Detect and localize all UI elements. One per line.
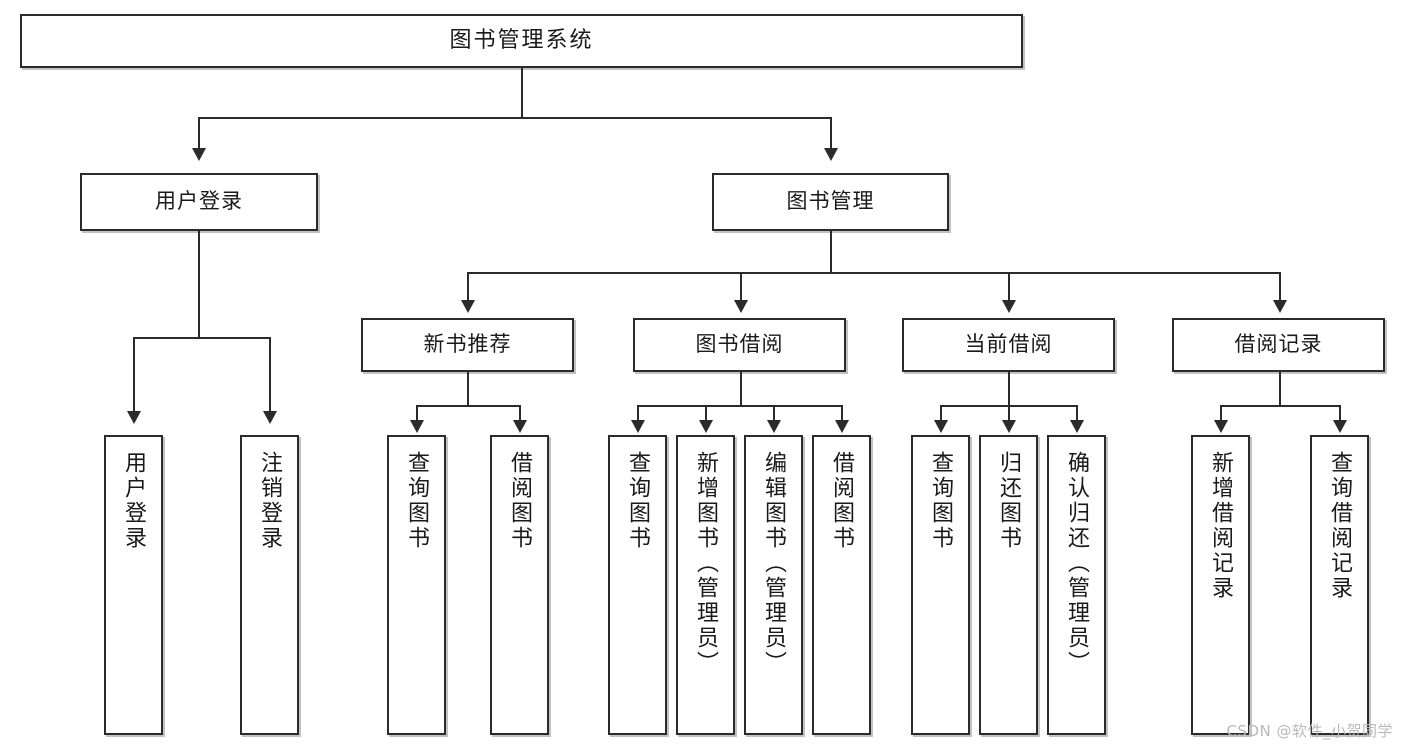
connector-root-to-bookmgmt (830, 117, 832, 153)
connector-borrowrecord-to-leaf-1 (1220, 405, 1222, 423)
node-borrow-record[interactable]: 借阅记录 (1172, 318, 1385, 372)
node-label: 图书管理 (786, 189, 875, 214)
arrow-newbook-to-leaf-2 (513, 420, 527, 433)
connector-currentborrow-stem (1008, 372, 1010, 406)
connector-newbook-to-leaf-1 (416, 405, 418, 423)
leaf-bookborrow-query-book[interactable]: 查询图书 (608, 435, 667, 735)
connector-newbook-stem (467, 372, 469, 406)
arrow-root-to-bookmgmt (824, 148, 838, 161)
connector-bookborrow-bus (637, 405, 842, 407)
node-label: 注销登录 (257, 451, 283, 551)
leaf-bookborrow-borrow-book[interactable]: 借阅图书 (812, 435, 871, 735)
connector-currentborrow-to-leaf-2 (1008, 405, 1010, 423)
arrow-bookborrow-to-leaf-4 (835, 420, 849, 433)
connector-bookborrow-stem (740, 372, 742, 406)
arrow-bookborrow-to-leaf-1 (631, 420, 645, 433)
arrow-currentborrow-to-leaf-2 (1002, 420, 1016, 433)
connector-bookmgmt-to-record (1279, 272, 1281, 304)
node-current-borrow[interactable]: 当前借阅 (902, 318, 1115, 372)
node-label: 新增借阅记录 (1208, 451, 1234, 601)
connector-bookmgmt-to-current (1008, 272, 1010, 304)
leaf-borrowrecord-query-record[interactable]: 查询借阅记录 (1310, 435, 1369, 735)
csdn-watermark: CSDN @软件_小贺同学 (1226, 722, 1393, 740)
connector-bookborrow-to-leaf-4 (841, 405, 843, 423)
connector-login-to-leaf-1 (133, 337, 135, 415)
node-root-system[interactable]: 图书管理系统 (20, 14, 1023, 68)
leaf-logout[interactable]: 注销登录 (240, 435, 299, 735)
node-label: 用户登录 (155, 189, 243, 214)
node-label: 图书借阅 (695, 332, 784, 357)
node-label: 新书推荐 (423, 332, 512, 357)
node-label: 查询图书 (625, 451, 651, 551)
node-new-book-recommend[interactable]: 新书推荐 (361, 318, 574, 372)
connector-root-to-login (198, 117, 200, 153)
connector-bookmgmt-stem (830, 231, 832, 273)
node-label: 借阅图书 (829, 451, 855, 551)
connector-borrowrecord-bus (1220, 405, 1339, 407)
connector-login-to-leaf-2 (269, 337, 271, 415)
leaf-borrowrecord-add-record[interactable]: 新增借阅记录 (1191, 435, 1250, 735)
connector-root-bus (198, 117, 832, 119)
node-label: 新增图书（管理员） (693, 451, 719, 676)
arrow-borrowrecord-to-leaf-1 (1214, 420, 1228, 433)
arrow-root-to-login (192, 148, 206, 161)
arrow-currentborrow-to-leaf-3 (1070, 420, 1084, 433)
arrow-login-to-leaf-1 (127, 411, 141, 424)
node-book-borrow[interactable]: 图书借阅 (633, 318, 846, 372)
node-label: 图书管理系统 (449, 27, 594, 53)
leaf-bookborrow-edit-book-admin[interactable]: 编辑图书（管理员） (744, 435, 803, 735)
node-label: 确认归还（管理员） (1064, 451, 1090, 676)
leaf-newbook-query-book[interactable]: 查询图书 (387, 435, 446, 735)
arrow-newbook-to-leaf-1 (410, 420, 424, 433)
connector-bookmgmt-to-new (467, 272, 469, 304)
node-label: 借阅记录 (1234, 332, 1323, 357)
connector-bookborrow-to-leaf-3 (773, 405, 775, 423)
leaf-currentborrow-query-book[interactable]: 查询图书 (911, 435, 970, 735)
node-label: 当前借阅 (964, 332, 1053, 357)
connector-bookborrow-to-leaf-2 (705, 405, 707, 423)
connector-root-stem (521, 68, 523, 118)
leaf-newbook-borrow-book[interactable]: 借阅图书 (490, 435, 549, 735)
arrow-bookmgmt-to-borrow (734, 300, 748, 313)
node-label: 查询图书 (928, 451, 954, 551)
connector-login-bus (133, 337, 270, 339)
node-book-management[interactable]: 图书管理 (712, 173, 949, 231)
connector-bookborrow-to-leaf-1 (637, 405, 639, 423)
node-label: 查询图书 (404, 451, 430, 551)
connector-bookmgmt-bus (467, 272, 1279, 274)
arrow-bookborrow-to-leaf-3 (767, 420, 781, 433)
leaf-currentborrow-return-book[interactable]: 归还图书 (979, 435, 1038, 735)
connector-borrowrecord-stem (1279, 372, 1281, 406)
node-label: 用户登录 (121, 451, 147, 551)
connector-newbook-to-leaf-2 (519, 405, 521, 423)
node-label: 查询借阅记录 (1327, 451, 1353, 601)
arrow-currentborrow-to-leaf-1 (934, 420, 948, 433)
leaf-user-login[interactable]: 用户登录 (104, 435, 163, 735)
connector-currentborrow-to-leaf-3 (1076, 405, 1078, 423)
arrow-bookmgmt-to-new (461, 300, 475, 313)
connector-bookmgmt-to-borrow (740, 272, 742, 304)
arrow-bookborrow-to-leaf-2 (699, 420, 713, 433)
arrow-bookmgmt-to-current (1002, 300, 1016, 313)
leaf-currentborrow-confirm-return-admin[interactable]: 确认归还（管理员） (1047, 435, 1106, 735)
node-user-login[interactable]: 用户登录 (80, 173, 318, 231)
connector-newbook-bus (416, 405, 519, 407)
connector-borrowrecord-to-leaf-2 (1339, 405, 1341, 423)
connector-login-stem (198, 231, 200, 338)
node-label: 编辑图书（管理员） (761, 451, 787, 676)
leaf-bookborrow-add-book-admin[interactable]: 新增图书（管理员） (676, 435, 735, 735)
connector-currentborrow-to-leaf-1 (940, 405, 942, 423)
arrow-borrowrecord-to-leaf-2 (1333, 420, 1347, 433)
node-label: 归还图书 (996, 451, 1022, 551)
arrow-login-to-leaf-2 (263, 411, 277, 424)
node-label: 借阅图书 (507, 451, 533, 551)
arrow-bookmgmt-to-record (1273, 300, 1287, 313)
